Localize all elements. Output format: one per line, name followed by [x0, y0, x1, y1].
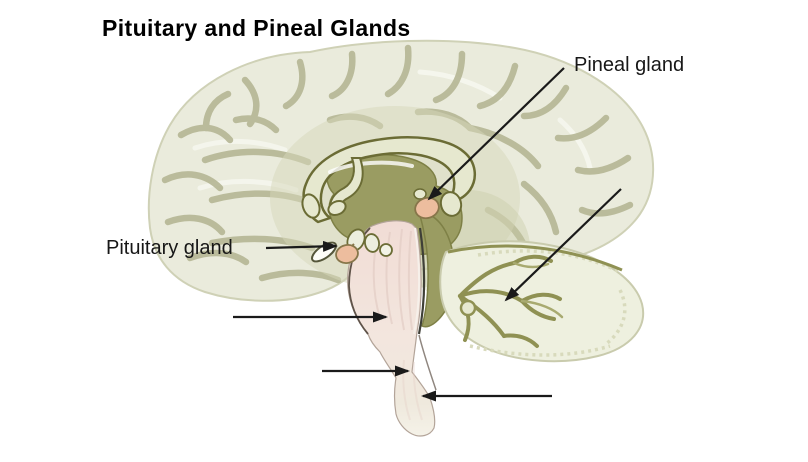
pineal-gland-label: Pineal gland	[574, 54, 685, 76]
hypothalamus-shape-2	[364, 233, 380, 253]
unlabeled-arrow-cerebellum	[504, 188, 622, 302]
pineal-gland-arrow	[427, 67, 565, 201]
fourth-ventricle-line	[417, 227, 426, 335]
brainstem-shape	[347, 220, 437, 437]
cerebellum-shape	[439, 240, 645, 363]
pituitary-gland-label: Pituitary gland	[106, 237, 233, 259]
figure-title: Pituitary and Pineal Glands	[102, 15, 411, 41]
corpus-callosum-shape	[301, 136, 477, 224]
pituitary-gland-arrow	[265, 240, 338, 252]
habenula-shape	[413, 188, 427, 200]
pineal-gland-shape	[414, 196, 440, 220]
pituitary-gland-shape	[335, 244, 359, 264]
mammillary-body-shape	[379, 243, 393, 257]
fornix-shape	[327, 157, 364, 217]
